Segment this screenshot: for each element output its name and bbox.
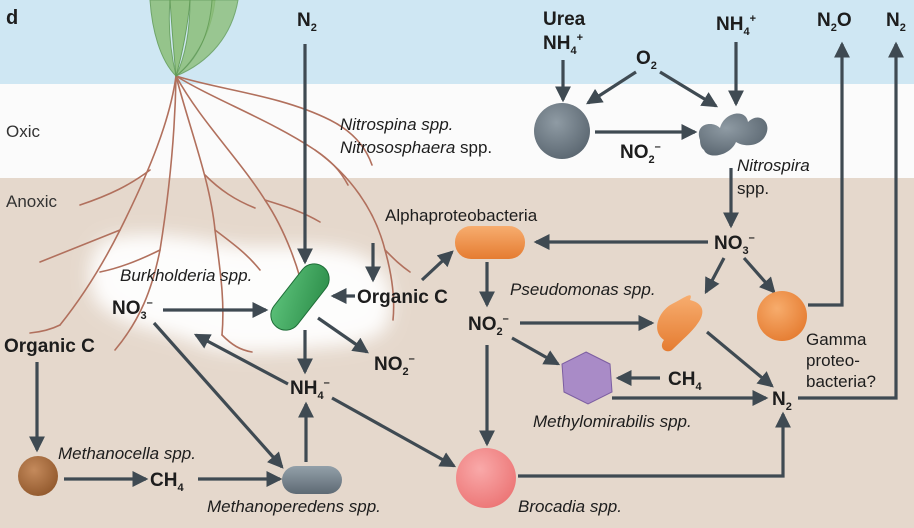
alphaproteobacteria-label: Alphaproteobacteria bbox=[385, 206, 538, 225]
nitrososphaera-label: Nitrososphaera spp. bbox=[340, 138, 492, 157]
n2-top-label: N2 bbox=[297, 10, 317, 34]
pseudomonas-cell bbox=[657, 295, 703, 352]
arrow-no3-to-methanoperedens bbox=[152, 321, 284, 469]
nitrospina-cell bbox=[534, 103, 590, 159]
nh4-right-label: NH4+ bbox=[716, 13, 756, 38]
nitrospira-label: Nitrospira bbox=[737, 156, 810, 175]
no3-right-label: NO3– bbox=[714, 232, 755, 257]
gamma-label-3: bacteria? bbox=[806, 372, 876, 391]
methylomirabilis-cell bbox=[561, 351, 613, 405]
arrow-o2-to-nitrospina bbox=[585, 70, 637, 105]
sky-background bbox=[0, 0, 914, 84]
anoxic-label: Anoxic bbox=[6, 192, 58, 211]
n2o-top-label: N2O bbox=[817, 10, 852, 34]
nitrospira-cell bbox=[698, 113, 768, 156]
alphaproteobacteria-cell bbox=[455, 226, 525, 259]
no2-mid-label: NO2– bbox=[468, 313, 509, 338]
nitrospina-label: Nitrospina spp. bbox=[340, 115, 453, 134]
ch4-right-label: CH4 bbox=[668, 369, 702, 393]
plant-shoot bbox=[149, 0, 239, 78]
nh4-center-label: NH4– bbox=[290, 377, 330, 402]
methanocella-label: Methanocella spp. bbox=[58, 444, 196, 463]
arrow-gamma-to-n2o bbox=[808, 41, 850, 307]
o2-label: O2 bbox=[636, 48, 657, 72]
oxic-label: Oxic bbox=[6, 122, 41, 141]
arrow-nh4-to-brocadia bbox=[331, 396, 457, 468]
arrow-nh4-to-root bbox=[193, 333, 289, 386]
methanocella-cell bbox=[18, 456, 58, 496]
no3-left-label: NO3– bbox=[112, 297, 153, 322]
panel-label: d bbox=[6, 7, 18, 29]
arrow-no3-to-pseudomonas bbox=[704, 257, 726, 295]
nitrospira-spp-label: spp. bbox=[737, 179, 769, 198]
burkholderia-cell bbox=[270, 263, 330, 331]
burkholderia-label: Burkholderia spp. bbox=[120, 266, 252, 285]
arrow-n2-to-n2-top bbox=[798, 41, 904, 400]
methanoperedens-label: Methanoperedens spp. bbox=[207, 497, 381, 516]
methanoperedens-cell bbox=[282, 466, 342, 494]
gamma-proteobacteria-cell bbox=[757, 291, 807, 341]
root-system bbox=[29, 75, 411, 353]
gamma-label-1: Gamma bbox=[806, 330, 867, 349]
arrow-burkholderia-to-no2 bbox=[317, 316, 369, 354]
arrow-no2-to-methylomirabilis bbox=[511, 336, 561, 366]
arrow-pseudomonas-to-n2 bbox=[705, 330, 774, 388]
flux-arrows bbox=[29, 41, 904, 487]
arrow-o2-to-nitrospira bbox=[659, 70, 719, 108]
urea-label: Urea bbox=[543, 9, 586, 30]
pseudomonas-label: Pseudomonas spp. bbox=[510, 280, 656, 299]
nh4-urea-label: NH4+ bbox=[543, 32, 583, 57]
brocadia-cell bbox=[456, 448, 516, 508]
arrow-no3-to-gamma bbox=[742, 256, 776, 294]
organic-c-left-label: Organic C bbox=[4, 336, 95, 357]
ch4-bottom-label: CH4 bbox=[150, 470, 184, 494]
gamma-label-2: proteo- bbox=[806, 351, 860, 370]
n2-topright-label: N2 bbox=[886, 10, 906, 34]
n2-bottom-label: N2 bbox=[772, 389, 792, 413]
arrow-brocadia-to-n2 bbox=[518, 411, 791, 478]
no2-center-label: NO2– bbox=[374, 353, 415, 378]
arrow-organic-c-to-alpha bbox=[420, 250, 454, 282]
methylomirabilis-label: Methylomirabilis spp. bbox=[533, 412, 692, 431]
organic-c-center-label: Organic C bbox=[357, 287, 448, 308]
brocadia-label: Brocadia spp. bbox=[518, 497, 622, 516]
no2-oxic-label: NO2– bbox=[620, 141, 661, 166]
